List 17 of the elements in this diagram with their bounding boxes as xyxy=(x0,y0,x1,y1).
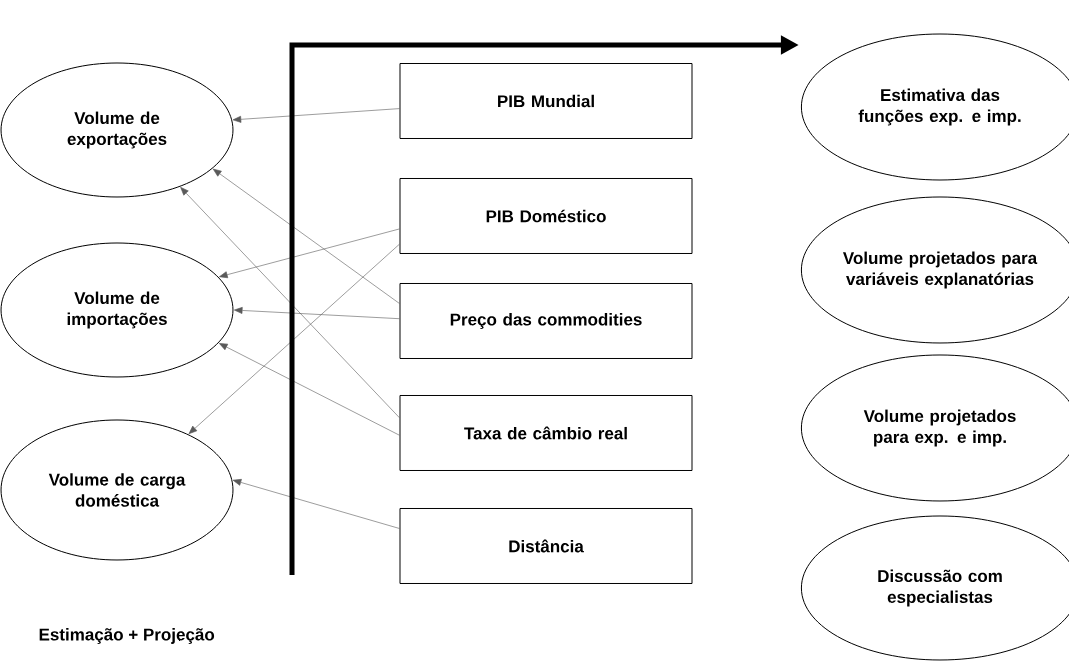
oval-node: Volume de importações xyxy=(0,242,234,378)
arrow xyxy=(188,243,400,435)
arrow xyxy=(219,228,400,279)
process-box: Distância xyxy=(399,508,693,584)
process-box: PIB Doméstico xyxy=(399,178,693,254)
oval-node: Volume de carga doméstica xyxy=(0,419,234,561)
arrow xyxy=(232,108,400,123)
arrow xyxy=(180,187,400,419)
oval-node: Volume de exportações xyxy=(0,62,234,198)
arrow xyxy=(234,307,400,320)
arrow xyxy=(219,343,400,436)
process-box: Taxa de câmbio real xyxy=(399,395,693,471)
arrow xyxy=(212,168,400,304)
process-box: Preço das commodities xyxy=(399,283,693,359)
arrow xyxy=(232,479,400,529)
axis-label: Estimação + Projeção xyxy=(39,628,215,644)
process-box: PIB Mundial xyxy=(399,63,693,139)
